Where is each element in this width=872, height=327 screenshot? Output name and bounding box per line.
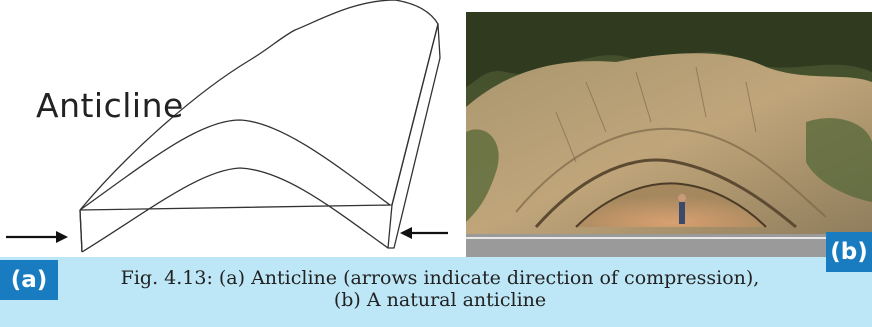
natural-anticline-photo (466, 12, 872, 257)
compression-arrow-right (400, 227, 448, 239)
figure-caption: Fig. 4.13: (a) Anticline (arrows indicat… (60, 267, 820, 311)
photo-illustration (466, 12, 872, 257)
anticline-block-diagram (0, 0, 462, 258)
fold-front-upper-curve (80, 120, 390, 210)
caption-line-1: Fig. 4.13: (a) Anticline (arrows indicat… (60, 267, 820, 289)
panel-label-b: (b) (826, 232, 872, 272)
panel-label-a: (a) (0, 260, 58, 300)
diagram-title: Anticline (36, 86, 184, 125)
compression-arrow-left (6, 231, 68, 243)
fold-front-lower-curve (82, 168, 388, 252)
caption-line-2: (b) A natural anticline (60, 289, 820, 311)
fold-bottom-edge (388, 24, 440, 248)
anticline-diagram-panel: Anticline (0, 0, 462, 258)
fold-front-face-rim (80, 210, 82, 252)
